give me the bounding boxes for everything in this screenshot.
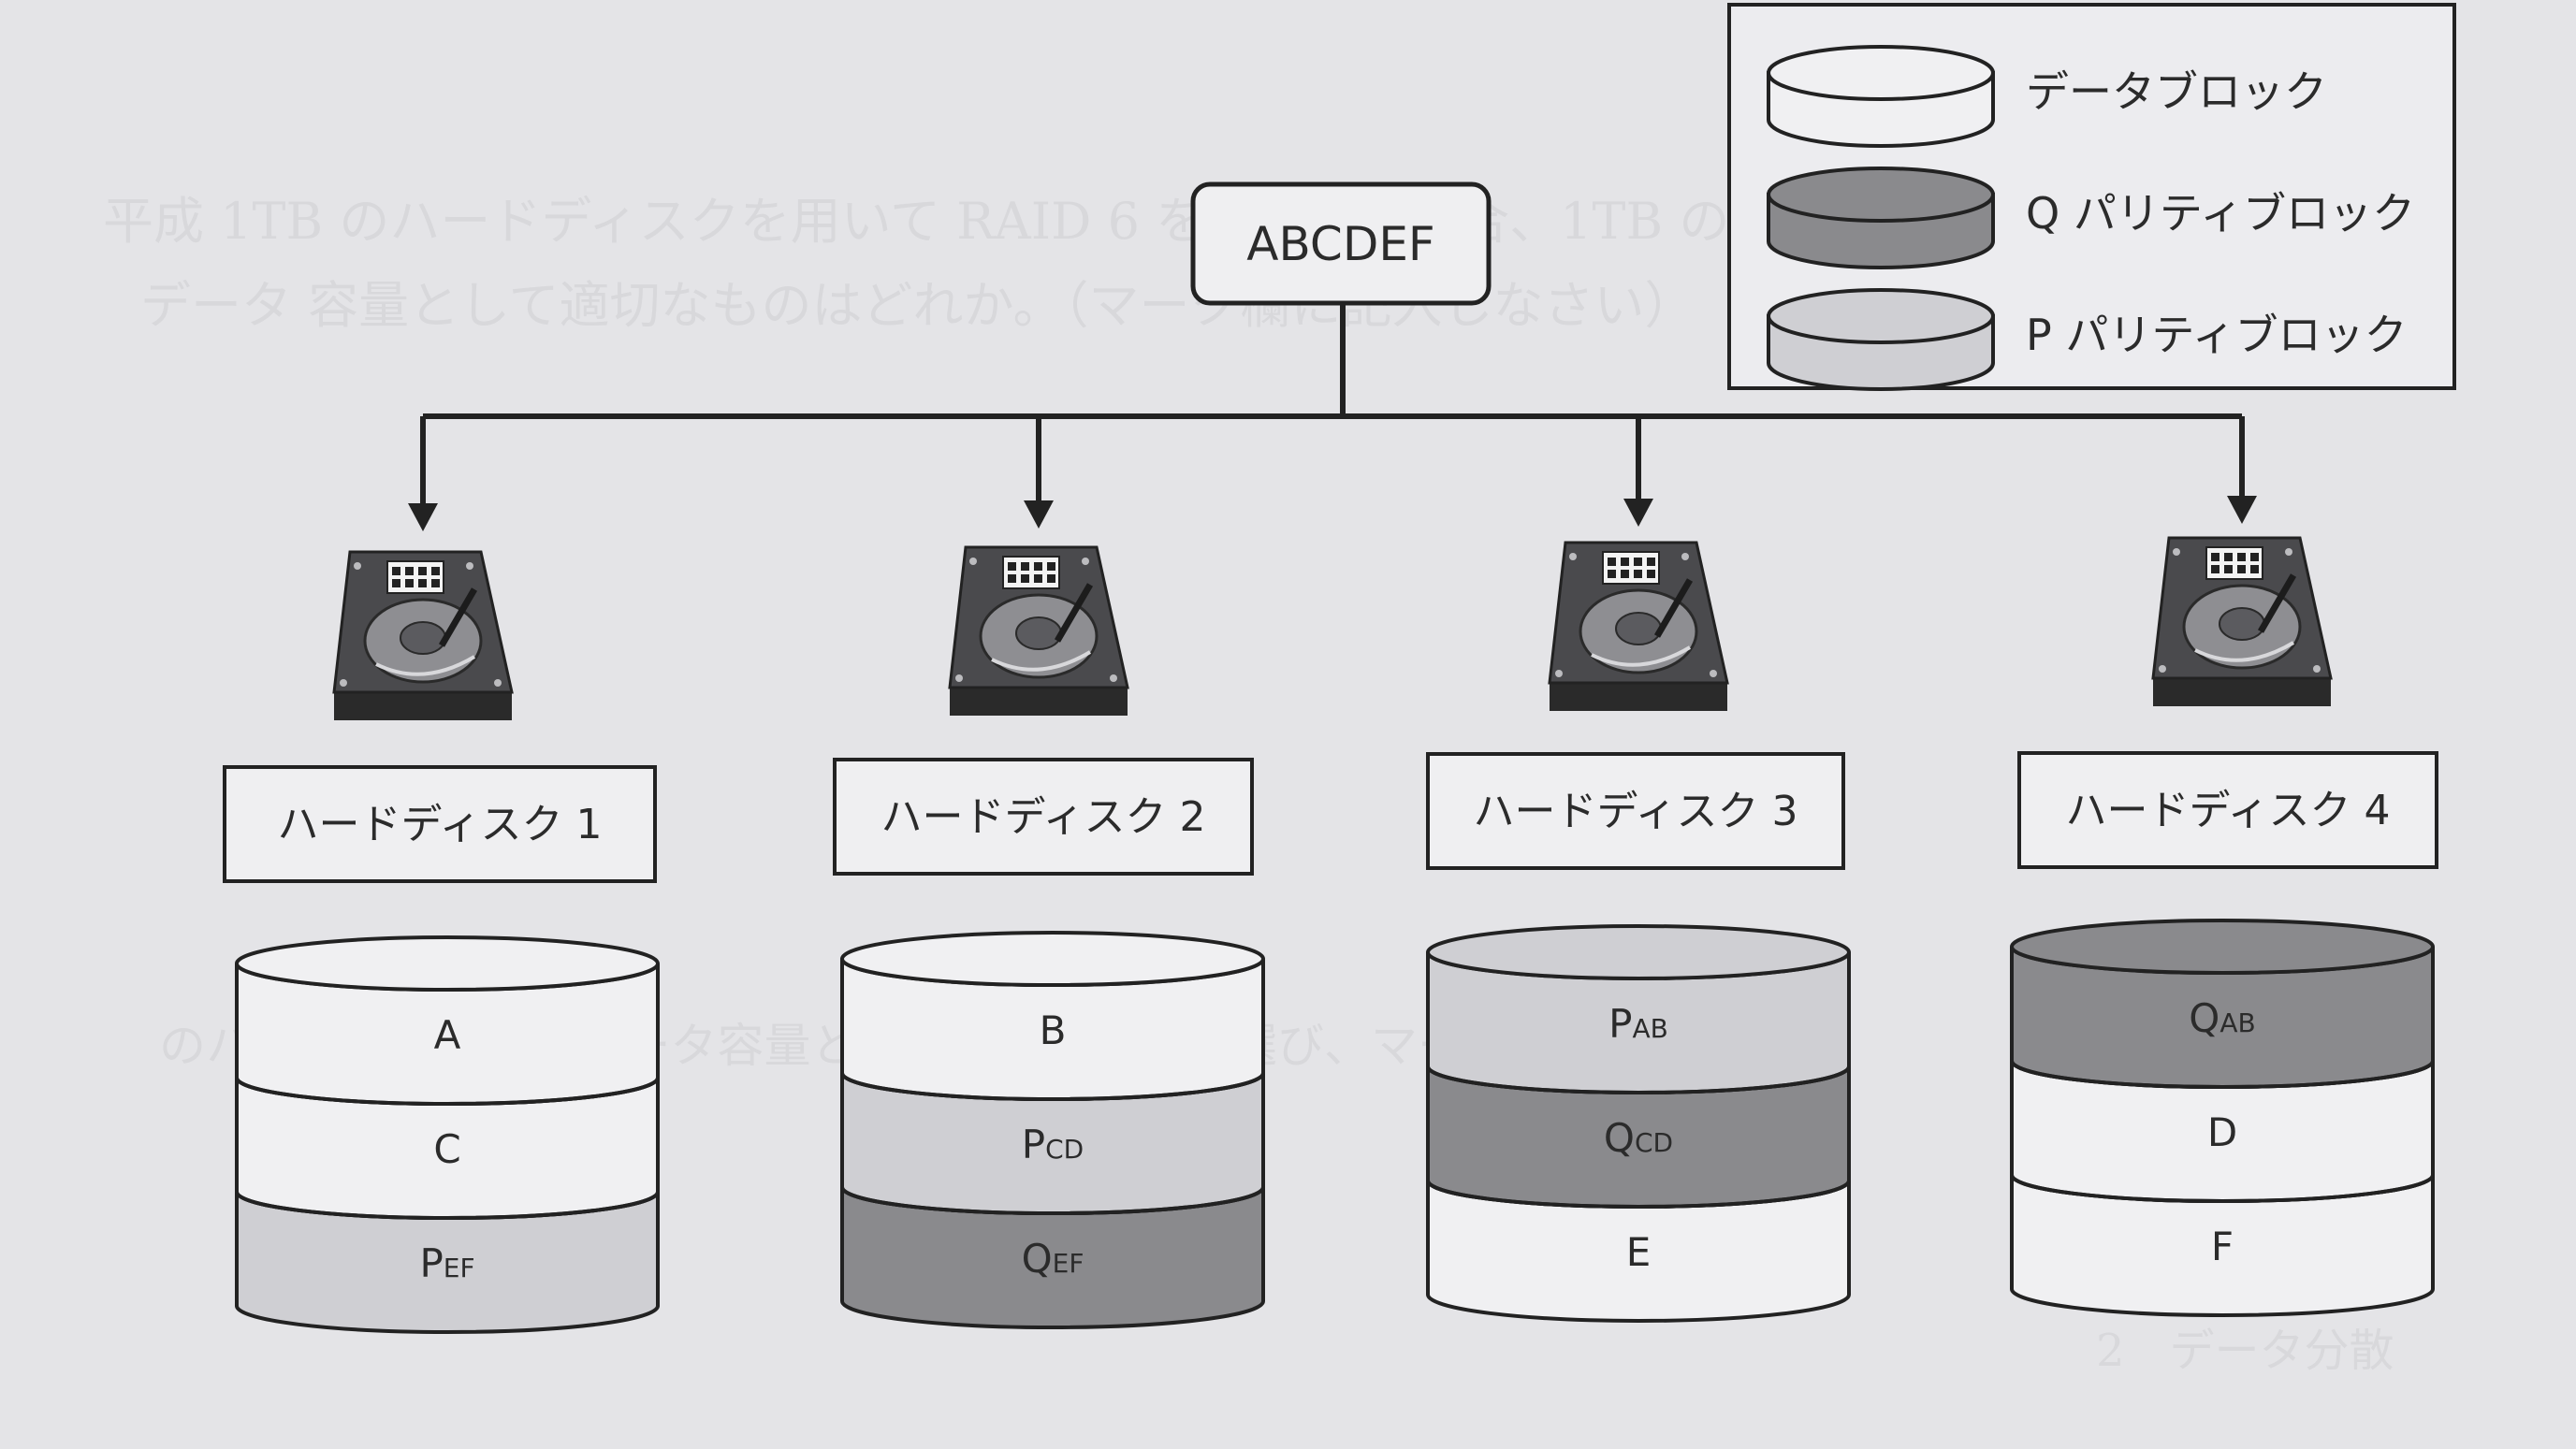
legend-label: データブロック <box>2026 66 2327 117</box>
legend-label: P パリティブロック <box>2026 310 2408 360</box>
disk-label-box <box>1426 752 1845 870</box>
svg-text:2 データ分散: 2 データ分散 <box>2096 1325 2394 1377</box>
hard-disk-icon <box>332 550 514 720</box>
block-label: QEF <box>1022 1236 1084 1282</box>
root-node: ABCDEF <box>1190 181 1492 306</box>
block-label: PCD <box>1022 1122 1084 1167</box>
disk-label: ハードディスク 1 <box>278 801 603 848</box>
disk-cylinder: PAB QCD E <box>1426 924 1851 1323</box>
legend-label: Q パリティブロック <box>2026 188 2415 239</box>
block-label: C <box>433 1126 460 1172</box>
cylinder-top <box>840 931 1265 987</box>
cylinder-top <box>1426 924 1851 980</box>
hard-disk-icon <box>948 545 1129 716</box>
disk-column-1: ハードディスク 1 A C PEF <box>223 550 660 1334</box>
arrowheads <box>408 496 2257 531</box>
block-label: B <box>1040 1007 1067 1053</box>
hard-disk-icon <box>1548 541 1729 711</box>
block-label: F <box>2211 1224 2234 1269</box>
disk-label-box <box>833 758 1254 876</box>
disk-cylinder: QAB D F <box>2010 919 2435 1317</box>
disk-label: ハードディスク 4 <box>2066 787 2391 834</box>
disk-column-3: ハードディスク 3 PAB QCD E <box>1426 541 1851 1323</box>
disk-cylinder: A C PEF <box>235 935 660 1334</box>
legend-item-p: P パリティブロック <box>1767 288 2408 391</box>
block-label: D <box>2207 1109 2237 1155</box>
disk-column-2: ハードディスク 2 B PCD QEF <box>833 545 1265 1329</box>
block-label: QAB <box>2189 995 2255 1041</box>
disk-label-box <box>2017 751 2438 869</box>
disk-cylinder: B PCD QEF <box>840 931 1265 1329</box>
disk-label-box <box>223 765 657 883</box>
connector-lines <box>420 299 2245 513</box>
block-label: PAB <box>1608 1001 1668 1047</box>
disk-label: ハードディスク 3 <box>1474 788 1798 835</box>
block-label: PEF <box>419 1240 474 1286</box>
legend-swatch-top <box>1767 288 1995 344</box>
cylinder-top <box>235 935 660 992</box>
legend-item-data: データブロック <box>1767 45 2327 148</box>
legend-item-q: Q パリティブロック <box>1767 167 2415 269</box>
svg-text:平成 1TB のハードディスクを用いて RAID 6 を構成: 平成 1TB のハードディスクを用いて RAID 6 を構成する場合、1TB の… <box>103 192 1780 251</box>
root-label: ABCDEF <box>1246 217 1434 271</box>
disk-label: ハードディスク 2 <box>881 793 1206 841</box>
hard-disk-icon <box>2151 536 2333 706</box>
root-box <box>1190 181 1492 306</box>
block-label: E <box>1626 1229 1652 1275</box>
block-label: QCD <box>1604 1115 1673 1161</box>
disk-column-4: ハードディスク 4 QAB D F <box>2010 536 2438 1317</box>
block-label: A <box>434 1012 461 1058</box>
legend: データブロック Q パリティブロック P パリティブロック <box>1727 3 2456 391</box>
cylinder-top <box>2010 919 2435 975</box>
legend-swatch-top <box>1767 45 1995 101</box>
legend-swatch-top <box>1767 167 1995 223</box>
